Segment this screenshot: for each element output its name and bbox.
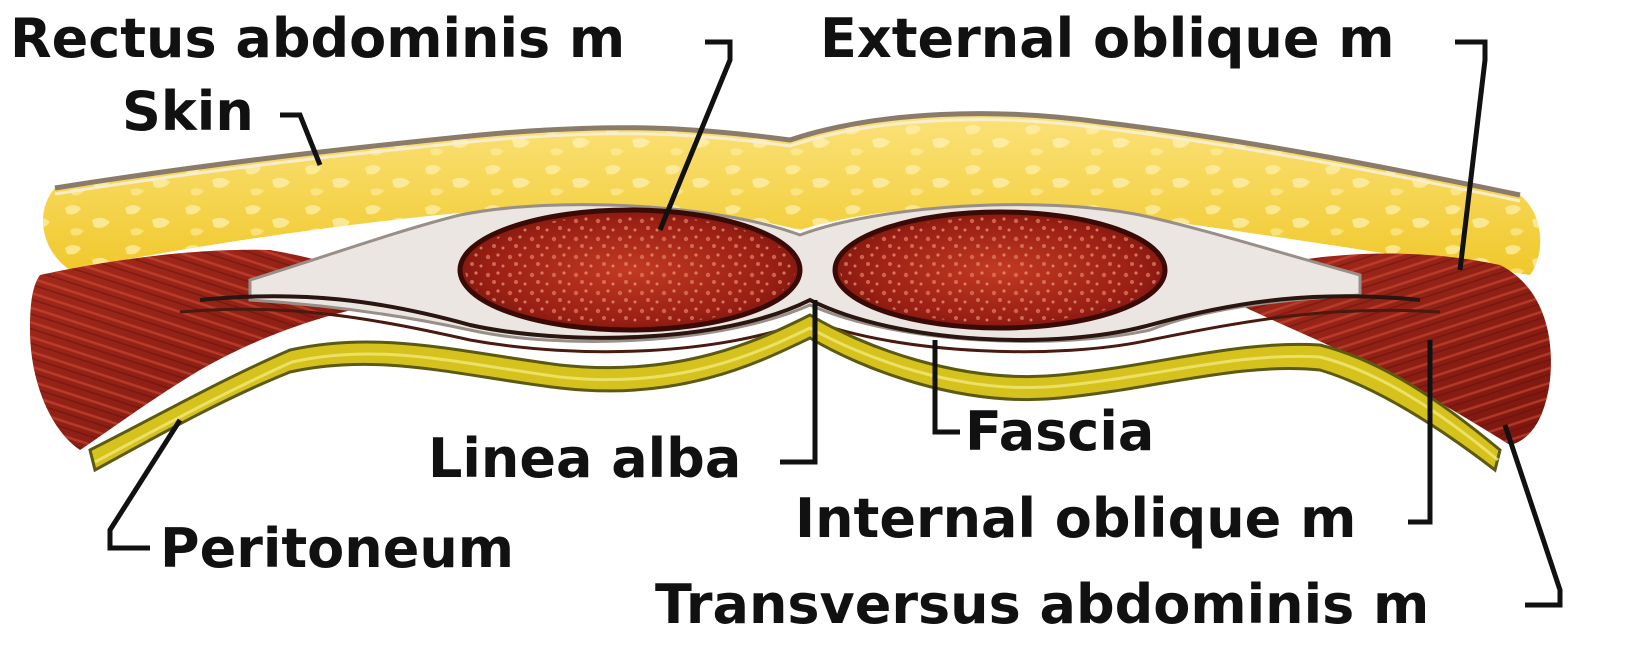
label-rectus-abdominis: Rectus abdominis m <box>10 12 625 66</box>
label-external-oblique: External oblique m <box>820 12 1395 66</box>
label-fascia: Fascia <box>965 405 1154 459</box>
peritoneum-layer <box>90 315 1500 470</box>
leader-transversus <box>1505 425 1560 605</box>
label-linea-alba: Linea alba <box>428 432 741 486</box>
label-peritoneum: Peritoneum <box>160 522 514 576</box>
label-internal-oblique: Internal oblique m <box>795 492 1356 546</box>
label-transversus-abdominis: Transversus abdominis m <box>655 578 1429 632</box>
label-skin: Skin <box>122 85 254 139</box>
